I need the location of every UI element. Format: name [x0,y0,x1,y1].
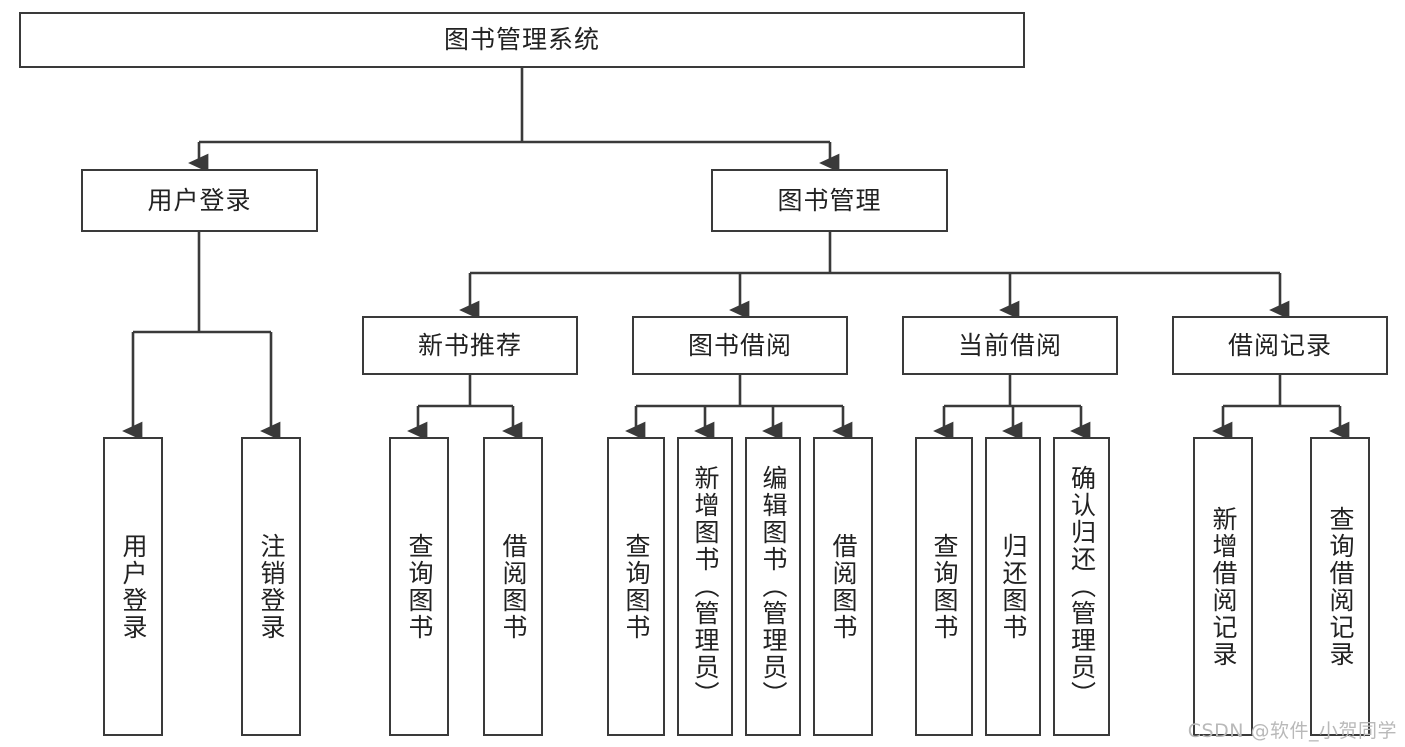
leaf-user-login-1[interactable]: 用户登录 [103,437,163,736]
leaf-borrow-record-2-label: 查询借阅记录 [1326,505,1355,668]
node-current-borrow[interactable]: 当前借阅 [902,316,1118,375]
leaf-current-borrow-3-label: 确认归还（管理员） [1067,465,1097,708]
leaf-book-borrow-1[interactable]: 查询图书 [607,437,665,736]
leaf-new-book-2[interactable]: 借阅图书 [483,437,543,736]
leaf-borrow-record-2[interactable]: 查询借阅记录 [1310,437,1370,736]
leaf-book-borrow-4[interactable]: 借阅图书 [813,437,873,736]
node-current-borrow-label: 当前借阅 [957,330,1062,360]
node-user-login-label: 用户登录 [147,185,252,215]
leaf-user-login-2-label: 注销登录 [257,532,286,641]
leaf-current-borrow-1-label: 查询图书 [930,532,959,641]
leaf-user-login-2[interactable]: 注销登录 [241,437,301,736]
leaf-current-borrow-2-label: 归还图书 [999,532,1028,641]
watermark-text: CSDN @软件_小贺同学 [1187,720,1397,742]
leaf-book-borrow-2[interactable]: 新增图书（管理员） [677,437,733,736]
leaf-new-book-1[interactable]: 查询图书 [389,437,449,736]
leaf-current-borrow-3[interactable]: 确认归还（管理员） [1053,437,1110,736]
node-user-login[interactable]: 用户登录 [81,169,318,232]
node-root-label: 图书管理系统 [443,25,600,55]
leaf-book-borrow-2-label: 新增图书（管理员） [691,465,720,708]
node-new-book-recommend[interactable]: 新书推荐 [362,316,578,375]
node-new-book-recommend-label: 新书推荐 [417,330,522,360]
leaf-new-book-1-label: 查询图书 [405,532,434,641]
leaf-current-borrow-1[interactable]: 查询图书 [915,437,973,736]
node-book-management[interactable]: 图书管理 [711,169,948,232]
node-borrow-record-label: 借阅记录 [1227,330,1332,360]
node-root[interactable]: 图书管理系统 [19,12,1025,68]
leaf-book-borrow-3[interactable]: 编辑图书（管理员） [745,437,801,736]
leaf-borrow-record-1[interactable]: 新增借阅记录 [1193,437,1253,736]
node-book-borrow[interactable]: 图书借阅 [632,316,848,375]
leaf-borrow-record-1-label: 新增借阅记录 [1209,505,1238,668]
leaf-book-borrow-4-label: 借阅图书 [829,532,858,641]
leaf-book-borrow-1-label: 查询图书 [622,532,651,641]
leaf-new-book-2-label: 借阅图书 [499,532,528,641]
node-borrow-record[interactable]: 借阅记录 [1172,316,1388,375]
node-book-borrow-label: 图书借阅 [687,330,792,360]
leaf-user-login-1-label: 用户登录 [119,532,148,641]
leaf-current-borrow-2[interactable]: 归还图书 [985,437,1041,736]
leaf-book-borrow-3-label: 编辑图书（管理员） [759,465,788,708]
node-book-management-label: 图书管理 [777,185,882,215]
